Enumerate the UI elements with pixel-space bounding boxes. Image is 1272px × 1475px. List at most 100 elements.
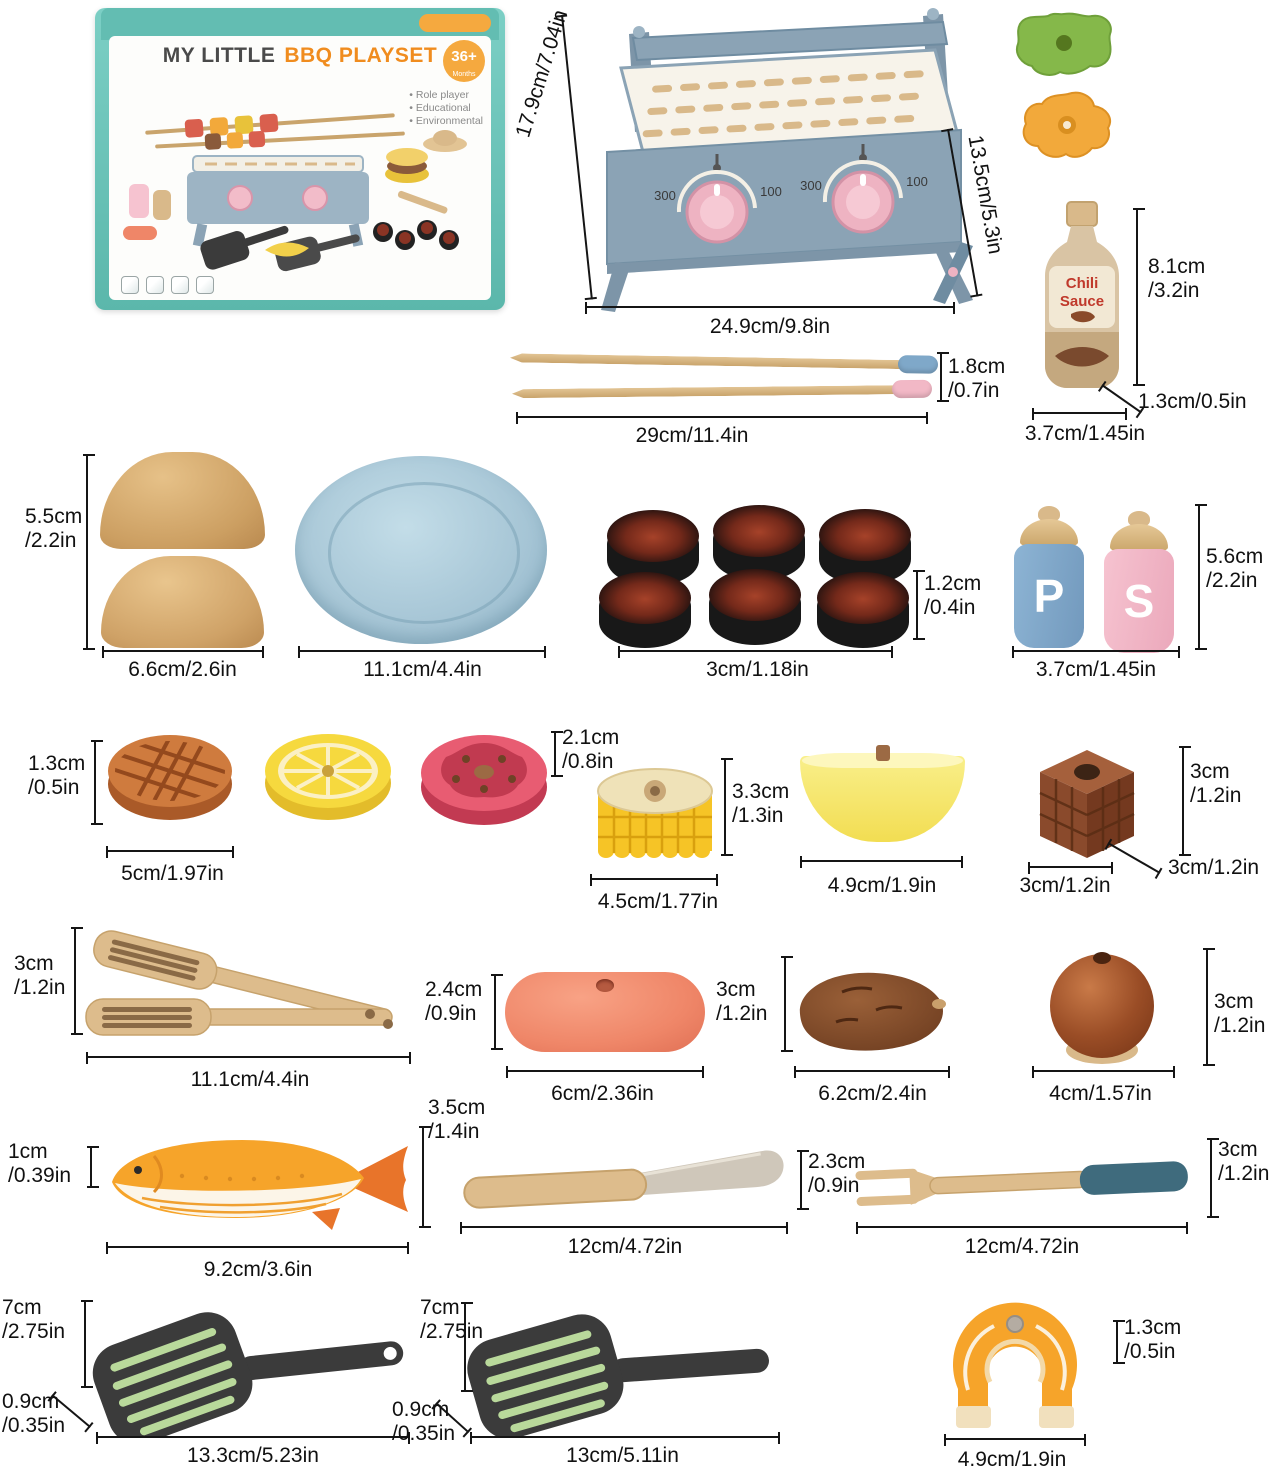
salt-shaker: S xyxy=(1102,511,1176,653)
fork-handle xyxy=(1079,1161,1188,1195)
pan-handle xyxy=(611,1348,769,1383)
peg-hole xyxy=(875,745,890,761)
shaker-knob xyxy=(1128,511,1150,527)
dim-label-pan2-thickness: 0.9cm /0.35in xyxy=(392,1398,456,1445)
skewer-blue xyxy=(510,348,939,375)
chili-sauce-bottle: Chili Sauce xyxy=(1045,201,1119,388)
dim-line-tongs-length xyxy=(86,1052,411,1064)
dim-label-grill-width: 24.9cm/9.8in xyxy=(709,315,831,338)
dim-line-plate-width xyxy=(298,646,546,658)
mini-skewers xyxy=(145,113,405,150)
dim-label-cube-width: 3cm/1.2in xyxy=(1019,874,1111,897)
shaker-knob xyxy=(1038,506,1060,522)
dim-label-tongs-height: 3cm /1.2in xyxy=(14,952,66,999)
cert-icon xyxy=(121,276,139,294)
dim-line-knife-length xyxy=(460,1222,788,1234)
dim-line-pan1-length xyxy=(96,1432,410,1444)
dim-label-coal-height: 1.2cm /0.4in xyxy=(924,572,982,619)
knife-blade xyxy=(637,1150,784,1196)
cert-icon xyxy=(196,276,214,294)
dim-label-tongs-length: 11.1cm/4.4in xyxy=(190,1068,310,1091)
dim-label-salmon-width: 4.9cm/1.9in xyxy=(957,1448,1067,1471)
dim-line-sauce-width xyxy=(1032,408,1127,420)
lemon-slice xyxy=(265,734,391,820)
peg-hole xyxy=(1006,1315,1024,1333)
cert-icon xyxy=(171,276,189,294)
dim-line-shaker-height xyxy=(1195,504,1207,650)
dim-line-salmon-width xyxy=(944,1434,1086,1446)
dim-label-shaker-width: 3.7cm/1.45in xyxy=(1035,658,1157,681)
box-illustration xyxy=(123,113,467,272)
dim-line-corn-width xyxy=(590,874,718,886)
dim-line-onion-height xyxy=(1203,948,1215,1066)
dim-label-half-width: 4.9cm/1.9in xyxy=(827,874,937,897)
pan-handle xyxy=(238,1341,404,1381)
dial-min-label: 300 xyxy=(654,188,676,203)
box-bullets: Role player Educational Environmental xyxy=(409,88,483,128)
dim-label-pan1-thickness: 0.9cm /0.35in xyxy=(2,1390,66,1437)
box-bullet: Role player xyxy=(409,89,483,101)
dim-line-shaker-width xyxy=(1012,646,1180,658)
grill-knob-left: 300 100 xyxy=(654,154,782,244)
lettuce-slice xyxy=(1016,12,1112,76)
dim-label-bun-height: 5.5cm /2.2in xyxy=(25,505,83,552)
charcoal-piece xyxy=(599,572,691,650)
pan-hanging-hole xyxy=(383,1346,397,1360)
dim-line-grill-width xyxy=(585,302,955,314)
skewer-stick xyxy=(512,385,898,398)
dim-line-cube-width xyxy=(1028,862,1113,874)
box-lid-label xyxy=(419,14,491,32)
tomato-slice xyxy=(421,735,547,825)
cert-icon xyxy=(146,276,164,294)
dim-label-fish-height: 3.5cm /1.4in xyxy=(428,1096,486,1143)
salmon-steak xyxy=(953,1302,1077,1428)
age-badge: 36+Months xyxy=(443,40,485,82)
dim-label-sausage-length: 6cm/2.36in xyxy=(551,1082,654,1105)
dim-line-sausage-height xyxy=(491,974,503,1050)
dim-label-pan2-length: 13cm/5.11in xyxy=(566,1444,679,1467)
dim-label-skewer-height: 1.8cm /0.7in xyxy=(948,355,1006,402)
dim-label-plate-width: 11.1cm/4.4in xyxy=(363,658,482,681)
dim-line-pan1-height xyxy=(81,1300,93,1388)
fish-tail xyxy=(354,1146,408,1212)
sauce-label-line2: Sauce xyxy=(1060,293,1104,310)
charcoal-piece xyxy=(817,572,909,650)
tongs-lower-arm xyxy=(85,998,393,1036)
burger-bun xyxy=(100,452,265,652)
dim-label-potato-length: 6.2cm/2.4in xyxy=(818,1082,927,1105)
dim-label-onion-width: 4cm/1.57in xyxy=(1049,1082,1152,1105)
fork-prong xyxy=(855,1168,918,1181)
dim-label-pan1-height: 7cm /2.75in xyxy=(2,1296,66,1343)
dim-line-salmon-height xyxy=(1113,1320,1125,1364)
sausage xyxy=(505,972,705,1052)
product-box: MY LITTLE BBQ PLAYSET 36+Months Role pla… xyxy=(95,8,505,310)
certification-icons xyxy=(121,276,214,294)
box-bullet: Educational xyxy=(409,102,483,114)
dim-label-pan2-height: 7cm /2.75in xyxy=(420,1296,484,1343)
grill-back-rail xyxy=(631,20,949,62)
grill: 300 100 300 100 xyxy=(601,8,973,312)
dim-line-sausage-length xyxy=(506,1066,704,1078)
box-title-primary: MY LITTLE xyxy=(162,44,276,67)
fork-prong xyxy=(856,1194,919,1207)
pepper-shaker: P xyxy=(1012,506,1086,648)
skewer-handle-pink xyxy=(891,379,933,399)
dim-line-knife-height xyxy=(797,1150,809,1210)
skewer-handle-blue xyxy=(897,355,939,374)
peg-hole xyxy=(1093,952,1111,964)
dim-line-sauce-height xyxy=(1133,208,1145,386)
dim-line-bun-width xyxy=(102,646,264,658)
dim-line-potato-height xyxy=(781,956,793,1052)
onion xyxy=(1050,952,1154,1064)
dim-label-cube-height: 3cm /1.2in xyxy=(1190,760,1242,807)
pan-head xyxy=(92,1312,253,1438)
dim-label-cube-depth: 3cm/1.2in xyxy=(1168,856,1260,879)
dim-line-fish-length xyxy=(106,1242,409,1254)
dim-line-onion-width xyxy=(1032,1066,1175,1078)
dim-line-fish-thickness xyxy=(87,1146,99,1188)
dim-label-knife-length: 12cm/4.72in xyxy=(567,1235,683,1258)
dim-label-fish-length: 9.2cm/3.6in xyxy=(203,1258,313,1281)
dim-label-fork-length: 12cm/4.72in xyxy=(964,1235,1080,1258)
dim-line-slice-height xyxy=(91,740,103,825)
